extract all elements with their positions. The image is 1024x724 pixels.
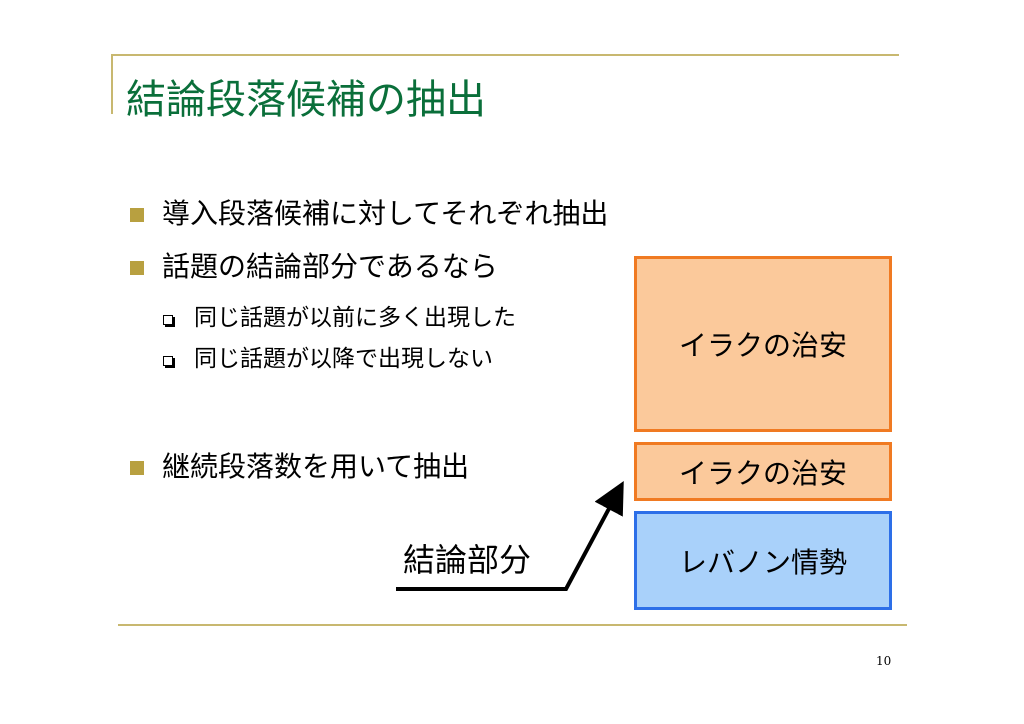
bullet-2: 話題の結論部分であるなら — [162, 250, 498, 283]
slide-title: 結論段落候補の抽出 — [126, 77, 486, 123]
page-number: 10 — [876, 654, 892, 668]
bullet-square-icon — [130, 261, 144, 275]
topic-box-small-label: イラクの治安 — [678, 456, 847, 490]
frame-bottom-line — [118, 624, 907, 626]
topic-box-blue-label: レバノン情勢 — [678, 545, 847, 579]
bullet-3: 継続段落数を用いて抽出 — [162, 450, 470, 483]
sub-bullet-2: 同じ話題が以降で出現しない — [194, 346, 493, 372]
sub-bullet-box-icon — [163, 356, 173, 366]
frame-top-line — [111, 54, 899, 56]
bullet-square-icon — [130, 208, 144, 222]
frame-left-line — [111, 54, 113, 114]
topic-box-small: イラクの治安 — [634, 442, 892, 501]
topic-box-large: イラクの治安 — [634, 256, 892, 432]
bullet-1: 導入段落候補に対してそれぞれ抽出 — [162, 197, 609, 230]
bullet-square-icon — [130, 461, 144, 475]
sub-bullet-box-icon — [163, 315, 173, 325]
topic-box-blue: レバノン情勢 — [634, 511, 892, 610]
topic-box-large-label: イラクの治安 — [678, 329, 847, 362]
sub-bullet-1: 同じ話題が以前に多く出現した — [194, 305, 516, 331]
conclusion-label: 結論部分 — [403, 541, 532, 579]
